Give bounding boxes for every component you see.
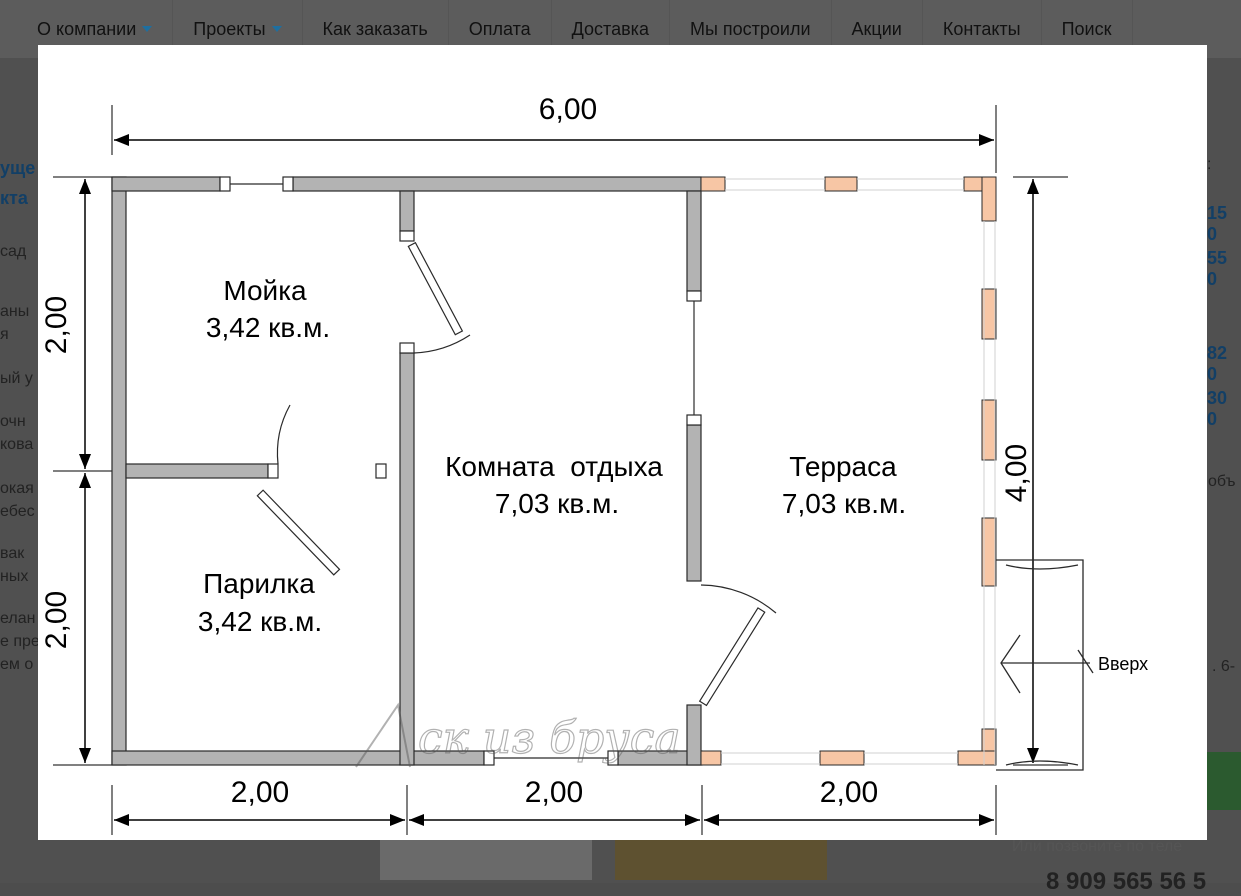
background-text: ущe (0, 158, 36, 178)
terrace-posts (700, 176, 997, 766)
door-parilka (256, 404, 341, 576)
image-lightbox: 6,00 2,00 2,00 4,00 2,00 2,00 2,00 (38, 45, 1207, 840)
stairs-label: Вверх (1098, 654, 1148, 674)
nav-item-3[interactable]: Оплата (449, 0, 552, 58)
nav-item-label: Доставка (571, 18, 649, 39)
background-text: ый у (0, 370, 33, 387)
wall-top-left-a (111, 176, 221, 192)
dim-top-label: 6,00 (539, 93, 597, 126)
dim-right-label: 4,00 (1000, 444, 1033, 502)
nav-item-2[interactable]: Как заказать (303, 0, 449, 58)
chevron-down-icon (271, 26, 282, 32)
background-text: ных (0, 568, 29, 585)
door-moyka (407, 241, 471, 354)
room-area-rest-room: 7,03 кв.м. (495, 488, 619, 519)
floor-plan: 6,00 2,00 2,00 4,00 2,00 2,00 2,00 (40, 93, 1148, 835)
terrace-rails (721, 178, 996, 765)
background-text: 15 0 (1207, 203, 1228, 244)
watermark-text: ск из бруса (418, 713, 681, 764)
background-text: 30 0 (1207, 388, 1228, 429)
nav-item-8[interactable]: Поиск (1042, 0, 1133, 58)
stairs (996, 559, 1094, 771)
background-text: я (0, 326, 9, 343)
background-text: кта (0, 188, 28, 208)
wall-rest-room-b (686, 424, 702, 582)
dim-bottom-label-2: 2,00 (525, 776, 583, 809)
background-text: кова (0, 436, 34, 453)
background-text: очн (0, 413, 26, 430)
nav-item-label: Контакты (942, 18, 1021, 39)
nav-item-1[interactable]: Проекты (173, 0, 303, 58)
wall-divider-a (399, 190, 415, 232)
thumbnail-plan[interactable] (380, 840, 592, 880)
background-text: елан (0, 610, 36, 627)
nav-item-label: Поиск (1061, 18, 1112, 39)
dim-left-upper-label: 2,00 (40, 296, 73, 354)
room-area-terrace: 7,03 кв.м. (782, 488, 906, 519)
dim-bottom-label-1: 2,00 (231, 776, 289, 809)
nav-item-5[interactable]: Мы построили (670, 0, 832, 58)
room-name-moyka: Мойка (223, 275, 307, 306)
background-text: сад (0, 243, 27, 260)
nav-item-6[interactable]: Акции (832, 0, 923, 58)
nav-item-label: Проекты (193, 18, 266, 39)
background-text: : (1207, 156, 1212, 173)
background-text: ем о (0, 656, 34, 673)
background-text: 82 0 (1207, 343, 1228, 384)
wall-divider-b (399, 352, 415, 766)
phone-fragment: 8 909 565 56 5 (1046, 868, 1207, 895)
nav-item-7[interactable]: Контакты (923, 0, 1042, 58)
door-terrace (698, 584, 777, 707)
background-text: . 6- (1212, 658, 1236, 675)
watermark-logo: ск из бруса (355, 702, 681, 768)
dim-bottom-label-3: 2,00 (820, 776, 878, 809)
nav-item-label: Как заказать (322, 18, 428, 39)
dim-left-lower-label: 2,00 (40, 591, 73, 649)
nav-item-label: О компании (37, 18, 137, 39)
room-area-moyka: 3,42 кв.м. (206, 312, 330, 343)
wall-top-left-b (292, 176, 702, 192)
nav-item-label: Акции (851, 18, 902, 39)
order-button[interactable] (1206, 752, 1241, 810)
windows (219, 176, 702, 766)
background-text: е пре (0, 633, 40, 650)
wall-rest-room-a (686, 190, 702, 292)
call-text: Или позвоните по теле (1012, 838, 1183, 855)
nav-item-4[interactable]: Доставка (552, 0, 670, 58)
room-name-parilka: Парилка (203, 568, 315, 599)
thumbnail-photo[interactable] (615, 840, 827, 880)
background-text: ебес (0, 503, 35, 520)
room-name-terrace: Терраса (789, 451, 897, 482)
nav-item-label: Мы построили (689, 18, 811, 39)
chevron-down-icon (142, 26, 153, 32)
room-area-parilka: 3,42 кв.м. (198, 606, 322, 637)
wall-left (111, 176, 127, 766)
background-text: вак (0, 545, 25, 562)
background-text: 55 0 (1207, 248, 1228, 289)
background-text: окая (0, 480, 34, 497)
room-name-rest-room: Комната отдыха (445, 451, 663, 482)
nav-item-label: Оплата (468, 18, 531, 39)
background-text: аны (0, 303, 30, 320)
wall-rest-room-c (686, 704, 702, 766)
wall-middle-horizontal (125, 463, 269, 479)
background-text: объ (1208, 473, 1236, 490)
nav-item-0[interactable]: О компании (0, 0, 174, 58)
